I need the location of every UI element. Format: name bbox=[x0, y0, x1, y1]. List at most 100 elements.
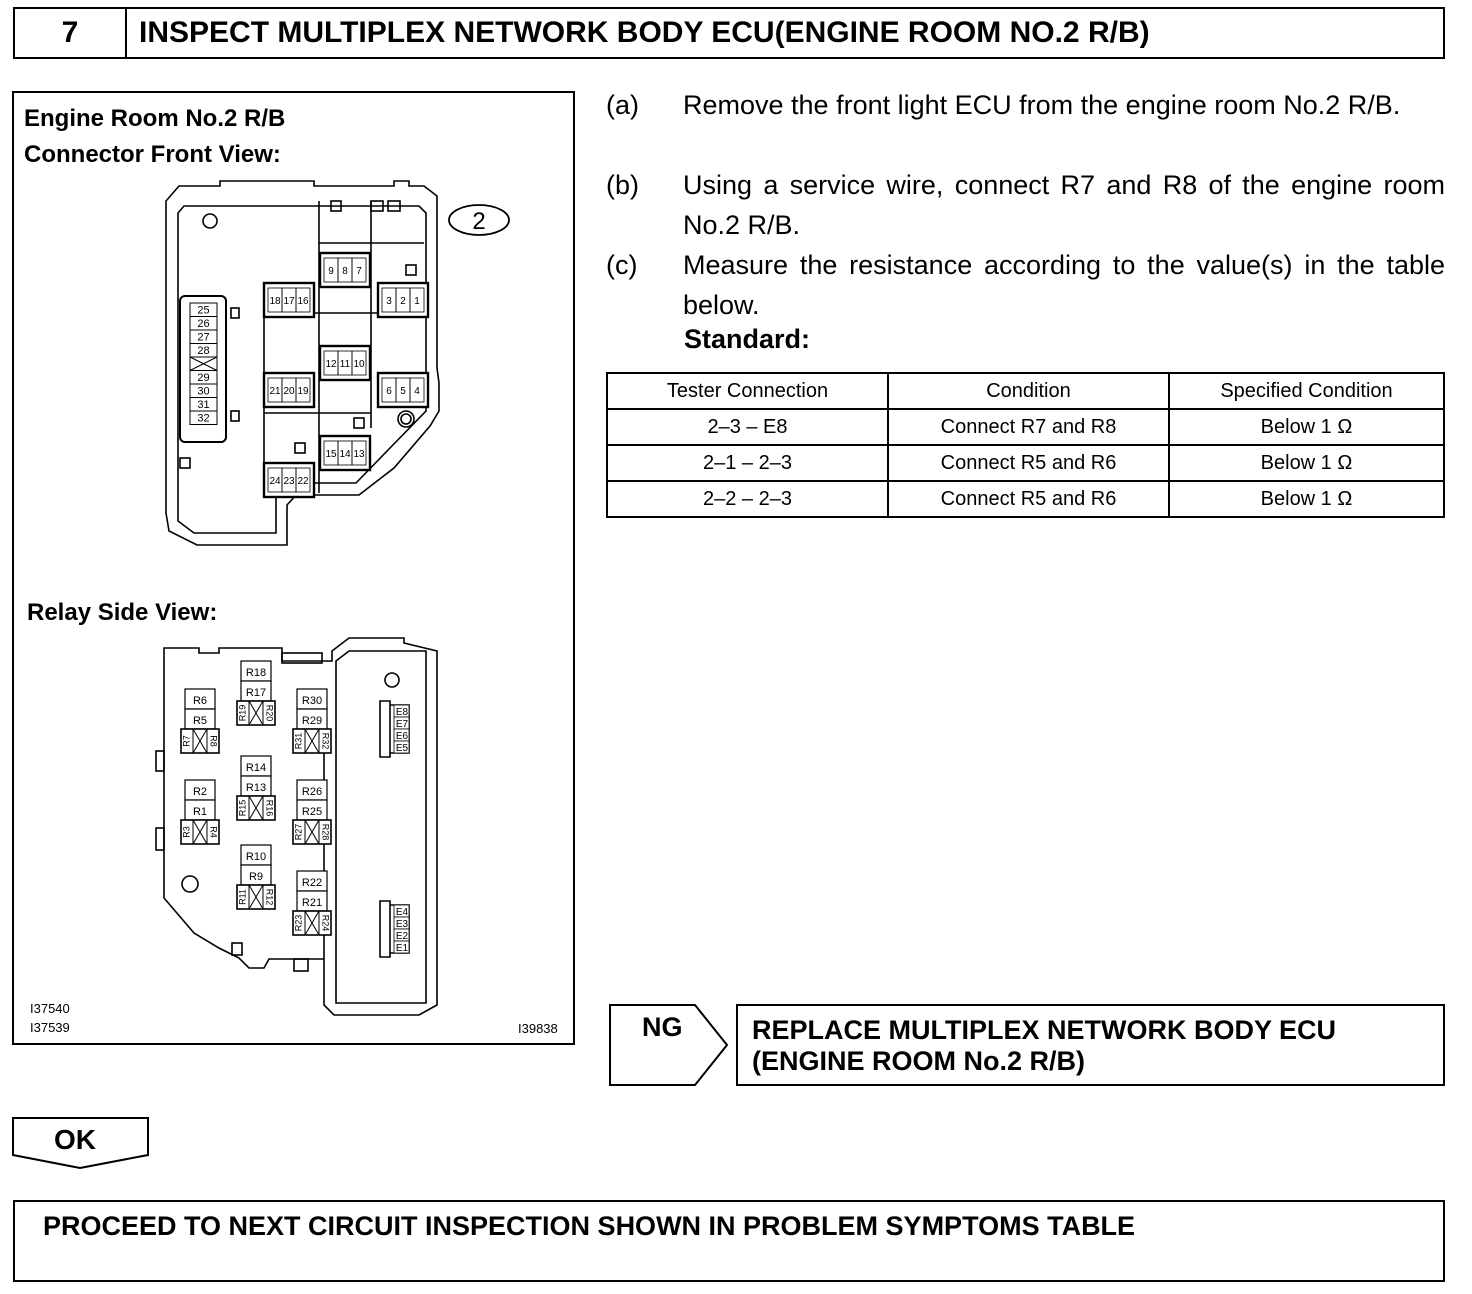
relay-terminal-label: R28 bbox=[321, 824, 331, 841]
front-terminal-label: 2 bbox=[400, 296, 406, 307]
spec-table: Tester Connection Condition Specified Co… bbox=[606, 372, 1445, 518]
relay-terminal-label: R31 bbox=[293, 733, 303, 750]
relay-terminal-label: R23 bbox=[293, 915, 303, 932]
e-terminal-label: E3 bbox=[396, 919, 409, 930]
e-terminal-label: E5 bbox=[396, 743, 409, 754]
step-title: INSPECT MULTIPLEX NETWORK BODY ECU(ENGIN… bbox=[125, 7, 1445, 59]
figure-code-2: I37539 bbox=[30, 1020, 70, 1035]
relay-terminal-label: R29 bbox=[302, 715, 322, 727]
front-terminal-label: 20 bbox=[283, 386, 295, 397]
front-terminal-label: 23 bbox=[283, 476, 295, 487]
relay-terminal-label: R10 bbox=[246, 851, 266, 863]
relay-terminal-label: R26 bbox=[302, 786, 322, 798]
step-a-text: Remove the front light ECU from the engi… bbox=[683, 90, 1401, 120]
front-terminal-label: 7 bbox=[356, 266, 362, 277]
table-cell: Connect R7 and R8 bbox=[887, 408, 1170, 446]
relay-terminal-label: R8 bbox=[209, 735, 219, 747]
connector-figure: Engine Room No.2 R/B Connector Front Vie… bbox=[12, 91, 575, 1045]
strip-terminal-label: 29 bbox=[197, 372, 209, 384]
table-cell: Connect R5 and R6 bbox=[887, 480, 1170, 518]
step-c-text: Measure the resistance according to the … bbox=[683, 250, 1445, 320]
strip-terminal-label: 31 bbox=[197, 399, 209, 411]
ng-action-line1: REPLACE MULTIPLEX NETWORK BODY ECU bbox=[752, 1015, 1337, 1045]
table-cell: Below 1 Ω bbox=[1168, 444, 1445, 482]
table-row: 2–3 – E8 Connect R7 and R8 Below 1 Ω bbox=[606, 408, 1445, 446]
relay-terminal-label: R1 bbox=[193, 806, 207, 818]
relay-terminal-label: R30 bbox=[302, 695, 322, 707]
step-b-key: (b) bbox=[606, 170, 639, 200]
front-terminal-label: 21 bbox=[269, 386, 281, 397]
standard-label: Standard: bbox=[684, 324, 811, 354]
relay-terminal-label: R11 bbox=[237, 889, 247, 905]
strip-terminal-label: 26 bbox=[197, 318, 209, 330]
ng-action-box: REPLACE MULTIPLEX NETWORK BODY ECU (ENGI… bbox=[736, 1004, 1445, 1086]
relay-terminal-label: R4 bbox=[209, 826, 219, 838]
strip-terminal-label: 30 bbox=[197, 386, 209, 398]
front-terminal-label: 17 bbox=[283, 296, 295, 307]
relay-side-title: Relay Side View: bbox=[27, 599, 218, 626]
figure-code-3: I39838 bbox=[518, 1021, 558, 1036]
front-terminal-label: 1 bbox=[414, 296, 420, 307]
table-cell: Below 1 Ω bbox=[1168, 408, 1445, 446]
front-terminal-label: 9 bbox=[328, 266, 334, 277]
step-b-text: Using a service wire, connect R7 and R8 … bbox=[683, 170, 1445, 240]
step-a-key: (a) bbox=[606, 90, 639, 120]
relay-terminal-label: R5 bbox=[193, 715, 207, 727]
relay-terminal-label: R7 bbox=[181, 735, 191, 747]
front-terminal-label: 11 bbox=[340, 359, 351, 370]
relay-terminal-label: R3 bbox=[181, 826, 191, 838]
front-terminal-label: 14 bbox=[339, 449, 351, 460]
front-terminal-label: 13 bbox=[353, 449, 365, 460]
front-terminal-label: 10 bbox=[353, 359, 365, 370]
relay-terminal-label: R27 bbox=[293, 824, 303, 841]
step-c-key: (c) bbox=[606, 250, 638, 280]
relay-terminal-label: R15 bbox=[237, 800, 247, 817]
table-cell: 2–1 – 2–3 bbox=[606, 444, 889, 482]
step-number: 7 bbox=[13, 7, 127, 59]
table-header-row: Tester Connection Condition Specified Co… bbox=[606, 372, 1445, 410]
relay-terminal-label: R22 bbox=[302, 877, 322, 889]
relay-terminal-label: R24 bbox=[321, 915, 331, 932]
front-terminal-label: 6 bbox=[386, 386, 392, 397]
relay-terminal-label: R18 bbox=[246, 667, 266, 679]
table-cell: Connect R5 and R6 bbox=[887, 444, 1170, 482]
strip-terminal-label: 25 bbox=[197, 305, 209, 317]
table-header-cell: Specified Condition bbox=[1168, 372, 1445, 410]
table-cell: 2–3 – E8 bbox=[606, 408, 889, 446]
ok-arrow-box bbox=[12, 1117, 149, 1169]
e-terminal-label: E2 bbox=[396, 931, 409, 942]
e-terminal-label: E1 bbox=[396, 943, 409, 954]
table-row: 2–2 – 2–3 Connect R5 and R6 Below 1 Ω bbox=[606, 480, 1445, 518]
e-terminal-label: E4 bbox=[396, 907, 409, 918]
table-header-cell: Tester Connection bbox=[606, 372, 889, 410]
table-cell: Below 1 Ω bbox=[1168, 480, 1445, 518]
ng-label: NG bbox=[642, 1012, 683, 1042]
front-terminal-label: 24 bbox=[269, 476, 281, 487]
front-terminal-label: 18 bbox=[269, 296, 281, 307]
table-cell: 2–2 – 2–3 bbox=[606, 480, 889, 518]
front-terminal-label: 4 bbox=[414, 386, 420, 397]
relay-terminal-label: R14 bbox=[246, 762, 266, 774]
e-terminal-label: E8 bbox=[396, 707, 409, 718]
figure-title-line1: Engine Room No.2 R/B bbox=[24, 105, 286, 132]
front-terminal-label: 16 bbox=[297, 296, 309, 307]
relay-terminal-label: R32 bbox=[321, 733, 331, 750]
relay-terminal-label: R21 bbox=[302, 897, 322, 909]
relay-terminal-label: R17 bbox=[246, 687, 266, 699]
e-terminal-label: E6 bbox=[396, 731, 409, 742]
front-terminal-label: 5 bbox=[400, 386, 406, 397]
relay-terminal-label: R12 bbox=[265, 889, 275, 906]
front-terminal-label: 19 bbox=[297, 386, 309, 397]
ng-arrow-box bbox=[609, 1004, 729, 1086]
table-row: 2–1 – 2–3 Connect R5 and R6 Below 1 Ω bbox=[606, 444, 1445, 482]
relay-terminal-label: R25 bbox=[302, 806, 322, 818]
strip-terminal-label: 32 bbox=[197, 413, 209, 425]
relay-terminal-label: R2 bbox=[193, 786, 207, 798]
relay-terminal-label: R13 bbox=[246, 782, 266, 794]
figure-title-line2: Connector Front View: bbox=[24, 141, 281, 168]
ok-label: OK bbox=[54, 1124, 96, 1155]
table-header-cell: Condition bbox=[887, 372, 1170, 410]
strip-terminal-label: 27 bbox=[197, 332, 209, 344]
